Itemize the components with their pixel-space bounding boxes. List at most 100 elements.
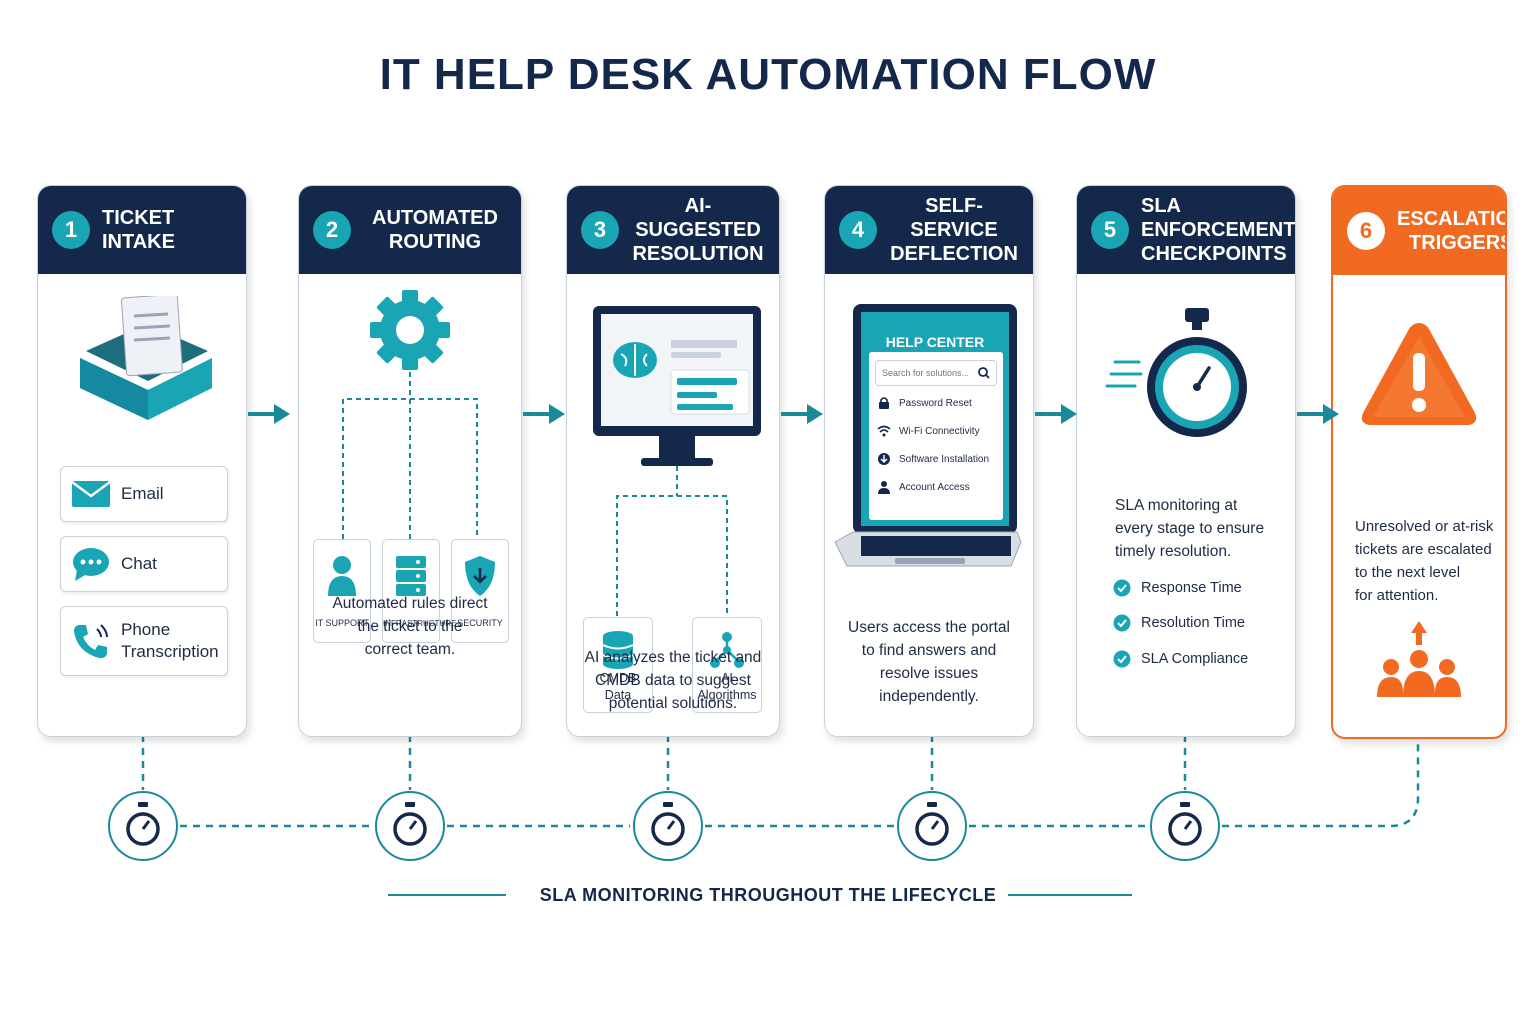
user-icon (878, 481, 890, 494)
wifi-icon (877, 425, 891, 437)
step-title: AUTOMATED ROUTING (372, 207, 498, 253)
footer-caption: SLA MONITORING THROUGHOUT THE LIFECYCLE (539, 885, 997, 905)
flow-arrow-4-5 (1035, 404, 1077, 424)
brain-icon (613, 342, 657, 378)
step-header: 2 AUTOMATED ROUTING (299, 186, 521, 274)
step-number: 6 (1347, 212, 1385, 250)
source-cmdb-data: CMDB Data (583, 617, 653, 713)
network-nodes-icon (710, 632, 744, 668)
portal-item-label: Software Installation (899, 453, 990, 465)
channel-phone: Phone Transcription (60, 606, 228, 676)
step-card-ai-suggested-resolution: 3 AI-SUGGESTED RESOLUTION CM (566, 185, 780, 737)
check-label: Resolution Time (1141, 615, 1245, 631)
shield-icon (465, 556, 495, 596)
phone-icon (74, 624, 108, 659)
database-icon (602, 631, 634, 669)
portal-item-account-access[interactable]: Account Access (877, 480, 970, 494)
footer-rule-right (1008, 894, 1132, 896)
step-description: AI analyzes the ticket and CMDB data to … (584, 649, 762, 712)
channel-label: Chat (121, 554, 157, 573)
portal-item-wifi-connectivity[interactable]: Wi-Fi Connectivity (877, 424, 980, 438)
team-infrastructure: INFRASTRUCTURE (382, 539, 457, 643)
timer-node-icon (108, 791, 178, 861)
page-title: IT HELP DESK AUTOMATION FLOW (379, 50, 1157, 99)
timer-node-icon (897, 791, 967, 861)
check-response-time: Response Time (1113, 579, 1242, 597)
step-card-automated-routing: 2 AUTOMATED ROUTING (298, 185, 522, 737)
timer-node-icon (375, 791, 445, 861)
step-card-sla-enforcement: 5 SLA ENFORCEMENT CHECKPOINTS SLA monito… (1076, 185, 1296, 737)
portal-item-software-installation[interactable]: Software Installation (877, 452, 989, 466)
chat-bubble-icon (73, 548, 109, 581)
step-description: Users access the portal to find answers … (848, 619, 1010, 705)
step-number: 4 (839, 211, 877, 249)
source-label: AI Algorithms (697, 671, 757, 702)
portal-item-label: Password Reset (899, 397, 972, 409)
channel-label: Email (121, 484, 164, 503)
step-card-self-service-deflection: 4 SELF-SERVICE DEFLECTION HELP CENTER Se… (824, 185, 1034, 737)
step-number: 5 (1091, 211, 1129, 249)
escalation-people-icon (1377, 621, 1461, 697)
search-placeholder: Search for solutions... (882, 368, 970, 378)
step-card-escalation-triggers: 6 ESCALATION TRIGGERS Unresolved or at-r… (1331, 185, 1507, 739)
step-description: Automated rules direct the ticket to the… (332, 595, 488, 658)
team-label: INFRASTRUCTURE (383, 619, 457, 628)
portal-search-field[interactable]: Search for solutions... (875, 360, 997, 386)
check-label: Response Time (1141, 580, 1242, 596)
help-center-heading: HELP CENTER (885, 334, 985, 350)
check-sla-compliance: SLA Compliance (1113, 650, 1248, 668)
step-header: 4 SELF-SERVICE DEFLECTION (825, 186, 1033, 274)
monitor-icon (593, 306, 761, 616)
step-header: 1 TICKET INTAKE (38, 186, 246, 274)
step-description: SLA monitoring at every stage to ensure … (1115, 497, 1265, 560)
check-label: SLA Compliance (1141, 651, 1249, 667)
step-title: TICKET INTAKE (102, 207, 175, 253)
checkmark-circle-icon (1113, 579, 1131, 597)
person-icon (328, 556, 356, 596)
inbox-tray-icon (80, 296, 212, 420)
download-icon (878, 453, 890, 465)
search-icon (978, 367, 990, 379)
routing-diagram (342, 290, 478, 539)
gear-icon (370, 290, 450, 370)
step-title: AI-SUGGESTED RESOLUTION (632, 195, 764, 265)
step-card-ticket-intake: 1 TICKET INTAKE Email Chat Phone Transcr… (37, 185, 247, 737)
team-it-support: IT SUPPORT (313, 539, 371, 643)
step-number: 2 (313, 211, 351, 249)
step-title: SELF-SERVICE DEFLECTION (890, 195, 1018, 265)
timer-node-icon (1150, 791, 1220, 861)
step-number: 1 (52, 211, 90, 249)
check-resolution-time: Resolution Time (1113, 614, 1245, 632)
flow-arrow-5-6 (1297, 404, 1339, 424)
step-header: 3 AI-SUGGESTED RESOLUTION (567, 186, 779, 274)
step-title: ESCALATION TRIGGERS (1397, 208, 1507, 254)
channel-email: Email (60, 466, 228, 522)
envelope-icon (71, 480, 111, 507)
portal-item-label: Account Access (899, 481, 970, 493)
step-header: 5 SLA ENFORCEMENT CHECKPOINTS (1077, 186, 1295, 274)
team-security: SECURITY (451, 539, 509, 643)
team-label: SECURITY (457, 618, 503, 628)
step-header: 6 ESCALATION TRIGGERS (1333, 187, 1505, 275)
step-description: Unresolved or at-risk tickets are escala… (1355, 518, 1494, 604)
source-ai-algorithms: AI Algorithms (692, 617, 762, 713)
channel-label: Phone Transcription (121, 620, 219, 661)
flow-arrow-2-3 (523, 404, 565, 424)
source-label: CMDB Data (599, 671, 637, 702)
footer-rule-left (388, 894, 506, 896)
portal-item-label: Wi-Fi Connectivity (899, 425, 980, 437)
checkmark-circle-icon (1113, 650, 1131, 668)
warning-triangle-icon (1361, 323, 1477, 425)
checkmark-circle-icon (1113, 614, 1131, 632)
team-label: IT SUPPORT (315, 618, 369, 628)
step-number: 3 (581, 211, 619, 249)
channel-chat: Chat (60, 536, 228, 592)
portal-item-password-reset[interactable]: Password Reset (877, 396, 972, 410)
stopwatch-icon (1105, 308, 1247, 437)
step-title: SLA ENFORCEMENT CHECKPOINTS (1141, 195, 1296, 265)
flow-arrow-1-2 (248, 404, 290, 424)
timer-node-icon (633, 791, 703, 861)
lock-icon (879, 397, 889, 409)
flow-arrow-3-4 (781, 404, 823, 424)
